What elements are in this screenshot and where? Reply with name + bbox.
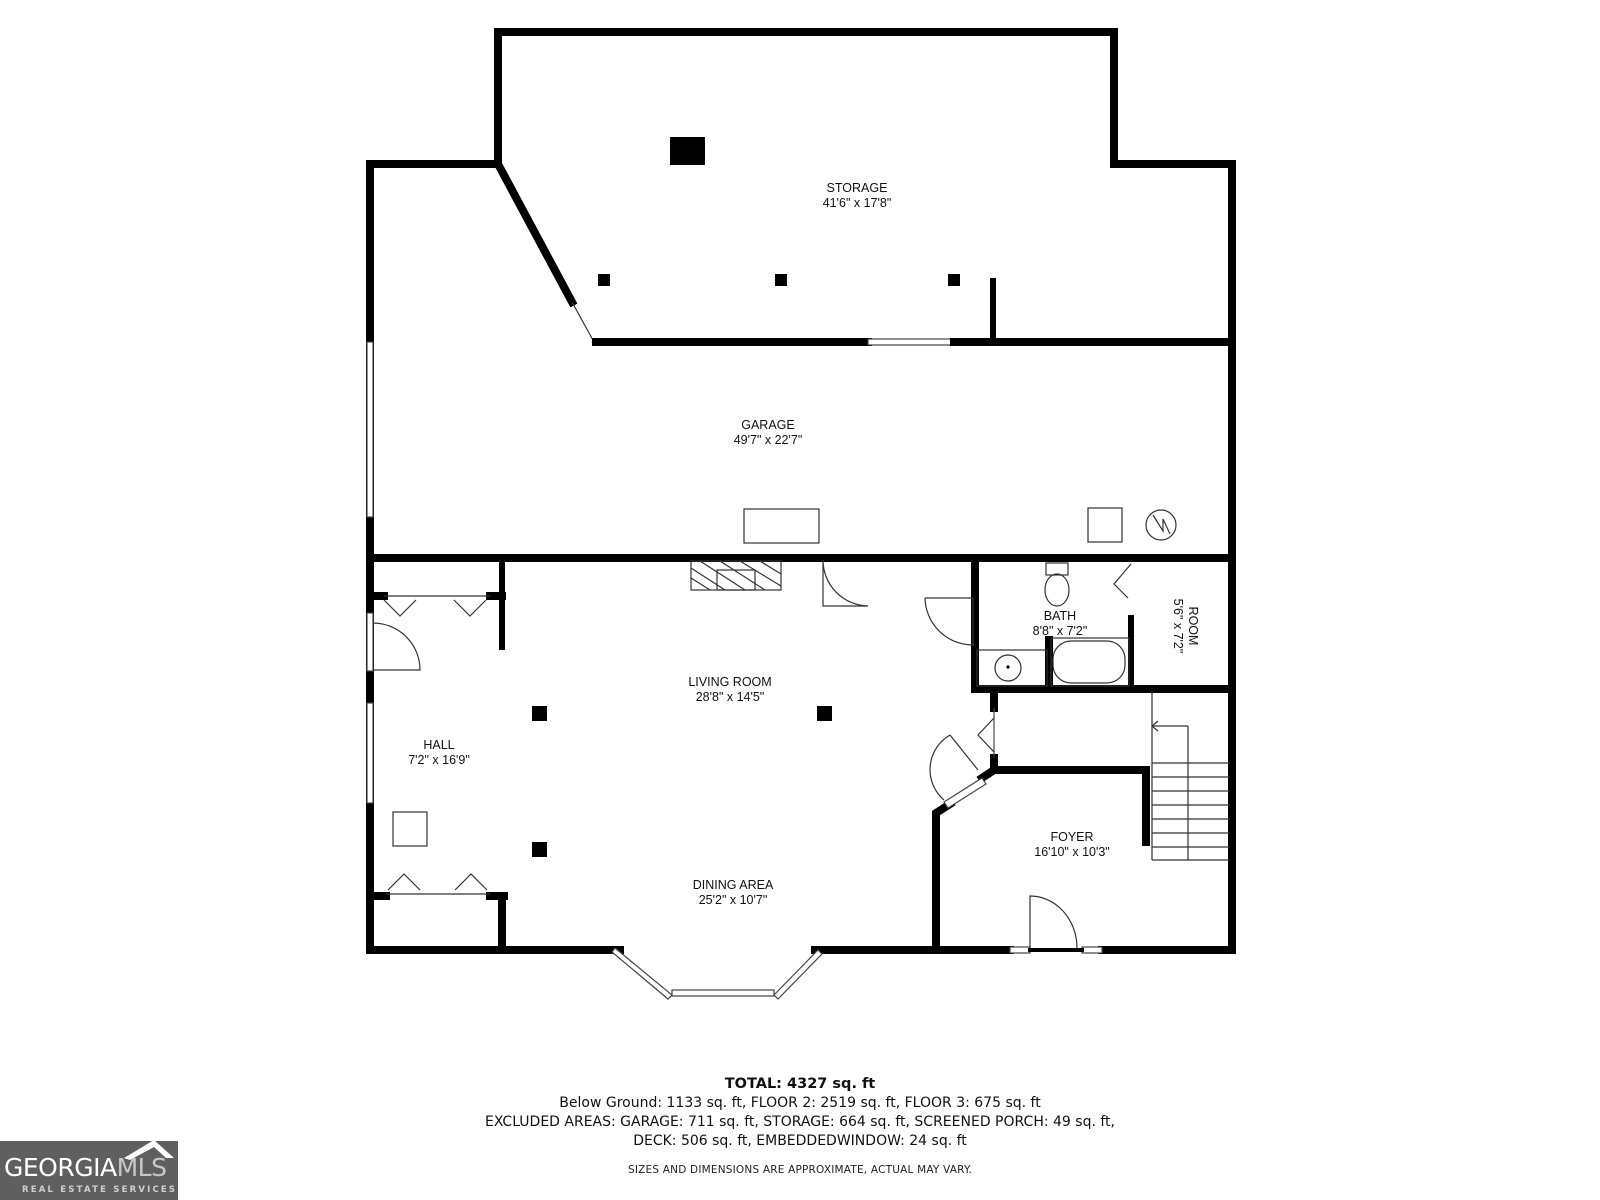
walls <box>366 28 1236 954</box>
doors <box>372 559 1132 949</box>
room-name: ROOM <box>1186 606 1200 646</box>
room-dims: 16'10" x 10'3" <box>1034 845 1110 859</box>
excluded-areas: EXCLUDED AREAS: GARAGE: 711 sq. ft, STOR… <box>485 1114 1115 1130</box>
room-label-hall: HALL 7'2" x 16'9" <box>408 738 470 768</box>
fireplace-icon <box>690 560 782 591</box>
logo-brand-accent: MLS <box>116 1153 167 1182</box>
windows <box>366 612 1103 1000</box>
room-dims: 28'8" x 14'5" <box>695 690 765 704</box>
water-heater-icon <box>1145 509 1177 541</box>
room-label-room: ROOM 5'6" x 7'2" <box>1170 599 1200 654</box>
room-label-storage: STORAGE 41'6" x 17'8" <box>823 181 892 211</box>
room-name: DINING AREA <box>692 878 774 892</box>
georgia-mls-logo: GEORGIAMLS REAL ESTATE SERVICES <box>0 1140 178 1200</box>
room-dims: 49'7" x 22'7" <box>733 433 803 447</box>
room-name: BATH <box>1043 609 1077 623</box>
bathtub-icon <box>1050 637 1130 687</box>
hall-cabinet <box>392 811 428 847</box>
logo-brand: GEORGIA <box>4 1153 117 1182</box>
floor-breakdown: Below Ground: 1133 sq. ft, FLOOR 2: 2519… <box>559 1095 1041 1111</box>
room-name: HALL <box>423 738 455 752</box>
appliance-box <box>1087 507 1123 543</box>
excluded-areas-cont: DECK: 506 sq. ft, EMBEDDEDWINDOW: 24 sq.… <box>633 1133 967 1149</box>
room-dims: 8'8" x 7'2" <box>1032 624 1088 638</box>
roof-icon <box>124 1140 174 1160</box>
room-dims: 25'2" x 10'7" <box>698 893 768 907</box>
room-name: STORAGE <box>826 181 888 195</box>
logo-tagline: REAL ESTATE SERVICES <box>22 1185 178 1195</box>
room-name: FOYER <box>1050 830 1094 844</box>
room-dims: 41'6" x 17'8" <box>822 196 892 210</box>
room-label-foyer: FOYER 16'10" x 10'3" <box>1034 830 1110 860</box>
stairs-icon <box>1151 691 1230 861</box>
room-dims: 7'2" x 16'9" <box>408 753 470 767</box>
room-label-living: LIVING ROOM 28'8" x 14'5" <box>688 675 771 705</box>
toilet-icon <box>1044 562 1070 607</box>
room-name: GARAGE <box>741 418 795 432</box>
room-dims: 5'6" x 7'2" <box>1171 598 1185 654</box>
disclaimer: SIZES AND DIMENSIONS ARE APPROXIMATE, AC… <box>627 1164 972 1176</box>
logo-wordmark: GEORGIAMLS <box>4 1153 167 1182</box>
garage-workbench <box>743 508 820 544</box>
room-label-dining: DINING AREA 25'2" x 10'7" <box>693 878 774 908</box>
room-label-bath: BATH 8'8" x 7'2" <box>1033 609 1088 639</box>
total-area: TOTAL: 4327 sq. ft <box>724 1076 876 1092</box>
columns <box>532 137 960 857</box>
area-summary: TOTAL: 4327 sq. ft Below Ground: 1133 sq… <box>0 1075 1600 1151</box>
room-name: LIVING ROOM <box>688 675 772 689</box>
sink-icon <box>976 649 1048 687</box>
room-label-garage: GARAGE 49'7" x 22'7" <box>734 418 803 448</box>
